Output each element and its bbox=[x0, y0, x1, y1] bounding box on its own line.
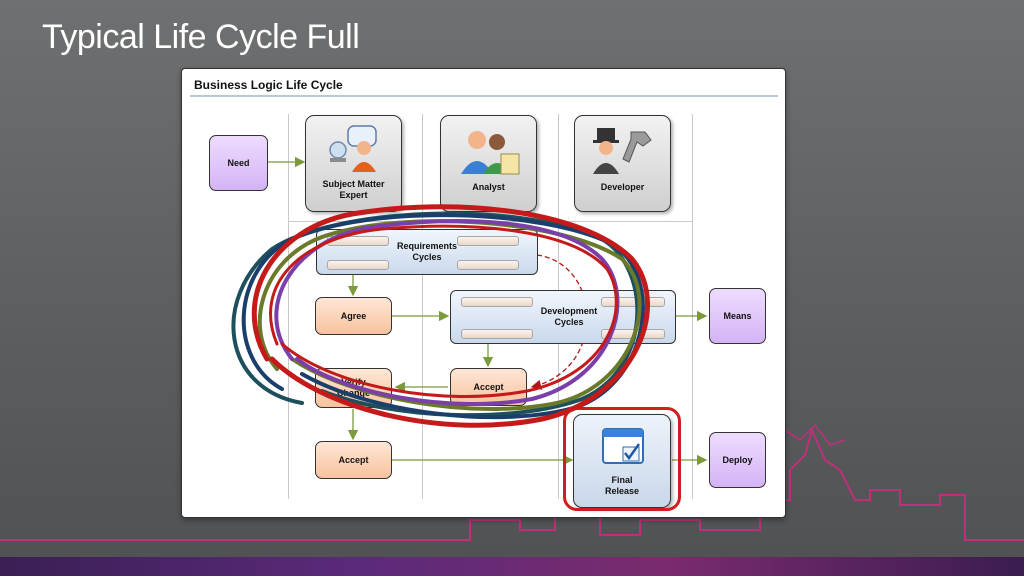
scribble-loop-olive bbox=[257, 219, 642, 411]
diagram-title: Business Logic Life Cycle bbox=[194, 78, 343, 92]
bottom-accent-bar bbox=[0, 557, 1024, 576]
agree-node: Agree bbox=[315, 297, 392, 335]
lane-separator bbox=[288, 114, 289, 499]
verify-change-label: Verify Change bbox=[336, 377, 370, 398]
need-node: Need bbox=[209, 135, 268, 191]
scribble-loop-red-outer bbox=[251, 204, 650, 428]
sme-label: Subject Matter Expert bbox=[322, 179, 385, 200]
arrow-dashed-return bbox=[530, 254, 588, 390]
final-release-label: Final Release bbox=[604, 475, 640, 496]
accept-final-node: Accept bbox=[315, 441, 392, 479]
lifecycle-diagram: Business Logic Life Cycle bbox=[181, 68, 786, 518]
cycle-step bbox=[327, 260, 389, 270]
cycle-step bbox=[457, 236, 519, 246]
agree-label: Agree bbox=[340, 310, 367, 321]
sme-role: Subject Matter Expert bbox=[305, 115, 402, 212]
connector-arrows bbox=[268, 156, 708, 466]
cycle-step bbox=[457, 260, 519, 270]
scribble-loop-red-inner bbox=[269, 224, 618, 398]
lane-separator bbox=[692, 114, 693, 499]
analyst-label: Analyst bbox=[472, 182, 505, 192]
means-node: Means bbox=[709, 288, 766, 344]
analyst-role: Analyst bbox=[440, 115, 537, 212]
cycle-step bbox=[461, 297, 533, 307]
analyst-icon bbox=[461, 131, 520, 175]
means-label: Means bbox=[723, 310, 752, 321]
need-label: Need bbox=[227, 157, 250, 168]
cycle-step bbox=[601, 297, 665, 307]
scribble-loops bbox=[231, 204, 650, 428]
final-release-highlight bbox=[563, 407, 681, 511]
development-cycles-label: Development Cycles bbox=[540, 306, 598, 327]
scribble-loop-teal bbox=[231, 211, 640, 418]
lane-separator bbox=[422, 114, 423, 499]
developer-role: Developer bbox=[574, 115, 671, 212]
title-rule bbox=[190, 95, 778, 97]
requirements-cycles-node: Requirements Cycles bbox=[316, 229, 538, 275]
scribble-loop-purple bbox=[274, 219, 620, 406]
slide-title: Typical Life Cycle Full bbox=[42, 18, 360, 56]
release-window-icon bbox=[602, 428, 644, 464]
final-release-node: Final Release bbox=[573, 414, 671, 508]
subject-matter-expert-icon bbox=[329, 125, 377, 172]
cycle-step bbox=[461, 329, 533, 339]
developer-label: Developer bbox=[600, 182, 645, 192]
accept-final-label: Accept bbox=[338, 454, 369, 465]
deploy-label: Deploy bbox=[722, 454, 753, 465]
developer-icon bbox=[593, 128, 652, 174]
requirements-cycles-label: Requirements Cycles bbox=[396, 241, 458, 262]
accept-dev-label: Accept bbox=[473, 381, 504, 392]
deploy-node: Deploy bbox=[709, 432, 766, 488]
accept-dev-node: Accept bbox=[450, 368, 527, 406]
